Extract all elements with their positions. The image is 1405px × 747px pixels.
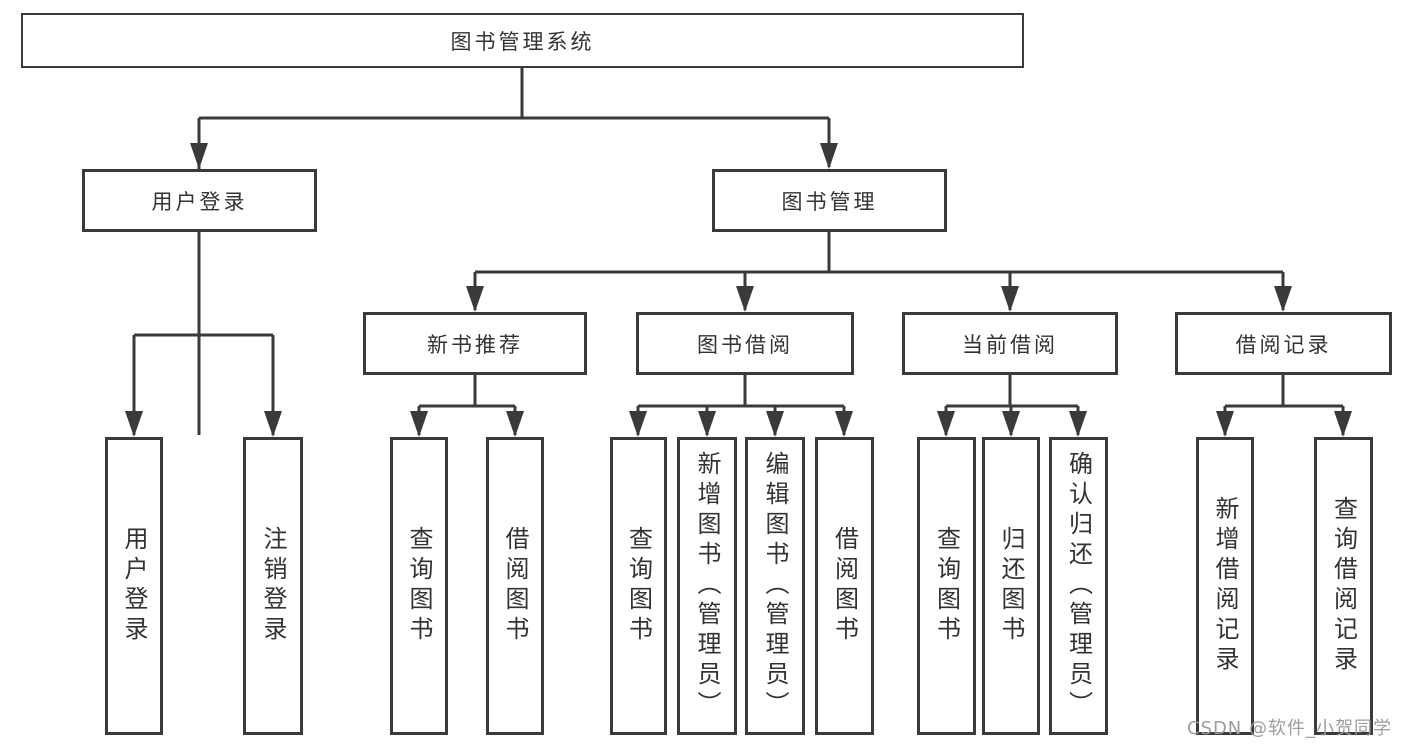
connector-new-books-children <box>410 375 524 437</box>
leaf-add-books-admin: 新增图书（管理员） <box>677 437 737 735</box>
leaf-return-books: 归还图书 <box>982 437 1040 735</box>
connector-user-login-children <box>125 232 282 437</box>
leaf-label: 新增图书（管理员） <box>693 451 721 721</box>
leaf-label: 查询图书 <box>624 526 653 646</box>
leaf-label: 归还图书 <box>997 526 1025 646</box>
csdn-watermark: CSDN @软件_小贺同学 <box>1186 718 1392 739</box>
connector-borrow-records-children <box>1216 375 1352 437</box>
leaf-label: 借阅图书 <box>830 526 859 646</box>
leaf-edit-books-admin: 编辑图书（管理员） <box>745 437 805 735</box>
leaf-query-books-new: 查询图书 <box>390 437 448 735</box>
leaf-query-borrow-record: 查询借阅记录 <box>1314 437 1373 735</box>
connector-book-borrow-children <box>629 375 853 437</box>
leaf-borrow-books: 借阅图书 <box>815 437 874 735</box>
node-book-borrow: 图书借阅 <box>636 312 854 375</box>
leaf-logout: 注销登录 <box>243 437 303 735</box>
node-book-management: 图书管理 <box>712 169 947 232</box>
leaf-label: 查询借阅记录 <box>1329 496 1358 676</box>
leaf-query-books-borrow: 查询图书 <box>610 437 667 735</box>
leaf-label: 借阅图书 <box>501 526 529 646</box>
leaf-label: 注销登录 <box>259 526 287 646</box>
leaf-label: 确认归还（管理员） <box>1064 451 1093 721</box>
node-new-book-recommend: 新书推荐 <box>363 312 587 375</box>
node-borrow-records: 借阅记录 <box>1175 312 1392 375</box>
leaf-user-login: 用户登录 <box>105 437 163 735</box>
leaf-borrow-books-new: 借阅图书 <box>486 437 544 735</box>
connector-root-to-level1 <box>199 68 838 435</box>
node-user-login: 用户登录 <box>82 169 317 232</box>
leaf-label: 新增借阅记录 <box>1211 496 1239 676</box>
node-current-borrow: 当前借阅 <box>902 312 1118 375</box>
leaf-label: 编辑图书（管理员） <box>761 451 789 721</box>
leaf-label: 查询图书 <box>932 526 961 646</box>
leaf-label: 查询图书 <box>405 526 433 646</box>
connector-book-mgmt-children <box>466 232 1292 312</box>
leaf-confirm-return-admin: 确认归还（管理员） <box>1049 437 1108 735</box>
leaf-add-borrow-record: 新增借阅记录 <box>1196 437 1254 735</box>
node-library-system-root: 图书管理系统 <box>21 13 1024 68</box>
connector-current-borrow-children <box>937 375 1087 437</box>
leaf-query-books-current: 查询图书 <box>917 437 976 735</box>
leaf-label: 用户登录 <box>120 526 148 646</box>
